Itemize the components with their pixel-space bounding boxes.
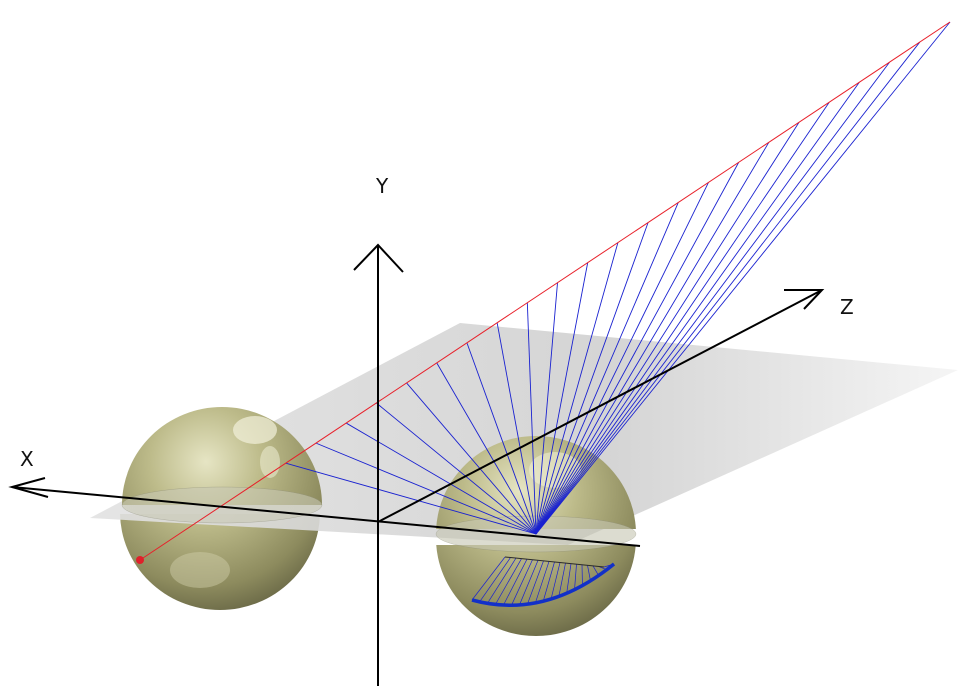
fan-line xyxy=(574,564,577,590)
fan-line xyxy=(487,557,517,604)
z-axis-label: Z xyxy=(840,295,854,319)
ray-line xyxy=(139,21,951,561)
fan-line xyxy=(526,560,544,605)
fan-line xyxy=(479,557,511,602)
fan-line xyxy=(587,565,591,581)
y-axis-label: Y xyxy=(375,174,389,198)
fan-line xyxy=(534,561,550,604)
projection-line xyxy=(535,222,649,535)
projection-line xyxy=(535,282,558,535)
projection-line xyxy=(535,81,860,535)
fan-line xyxy=(558,563,566,597)
projection-line xyxy=(535,242,619,535)
right-sphere-lower xyxy=(436,545,636,636)
fan-line xyxy=(566,563,572,594)
projection-line xyxy=(535,101,830,535)
projection-line xyxy=(526,302,537,535)
fan-line xyxy=(542,561,555,603)
fan-line xyxy=(519,560,539,606)
x-axis xyxy=(11,486,641,547)
projected-fan xyxy=(471,556,615,606)
y-axis-arrow-icon xyxy=(353,243,404,273)
fan-line xyxy=(592,565,599,576)
fan-line xyxy=(495,558,522,605)
projection-line xyxy=(535,162,740,535)
projected-arc xyxy=(471,562,616,607)
projection-line xyxy=(315,442,537,535)
projection-line xyxy=(535,61,890,535)
fan-line xyxy=(550,562,561,600)
projection-line xyxy=(436,362,537,535)
projection-line xyxy=(535,262,589,535)
x-axis-arrow-icon xyxy=(8,477,49,498)
projection-lines xyxy=(285,21,951,535)
projection-line xyxy=(496,322,537,535)
projection-line xyxy=(285,462,537,535)
left-sphere-upper xyxy=(122,407,322,505)
z-axis-arrow-icon xyxy=(784,289,825,310)
fan-line xyxy=(503,559,528,606)
z-axis xyxy=(377,289,823,523)
x-axis-label: X xyxy=(20,447,34,471)
left-sphere-lower xyxy=(120,514,320,610)
projection-line xyxy=(535,142,770,535)
red-dot-icon xyxy=(136,556,144,564)
projection-line xyxy=(376,402,537,535)
projection-line xyxy=(535,41,921,535)
fan-line xyxy=(511,559,533,606)
projection-line xyxy=(535,182,709,535)
projection-line xyxy=(535,122,800,535)
projection-line xyxy=(466,342,537,535)
projection-line xyxy=(535,21,951,535)
projection-line xyxy=(535,202,679,535)
fan-line xyxy=(471,556,506,601)
projected-arc-top xyxy=(504,556,605,568)
projection-line xyxy=(406,382,537,535)
